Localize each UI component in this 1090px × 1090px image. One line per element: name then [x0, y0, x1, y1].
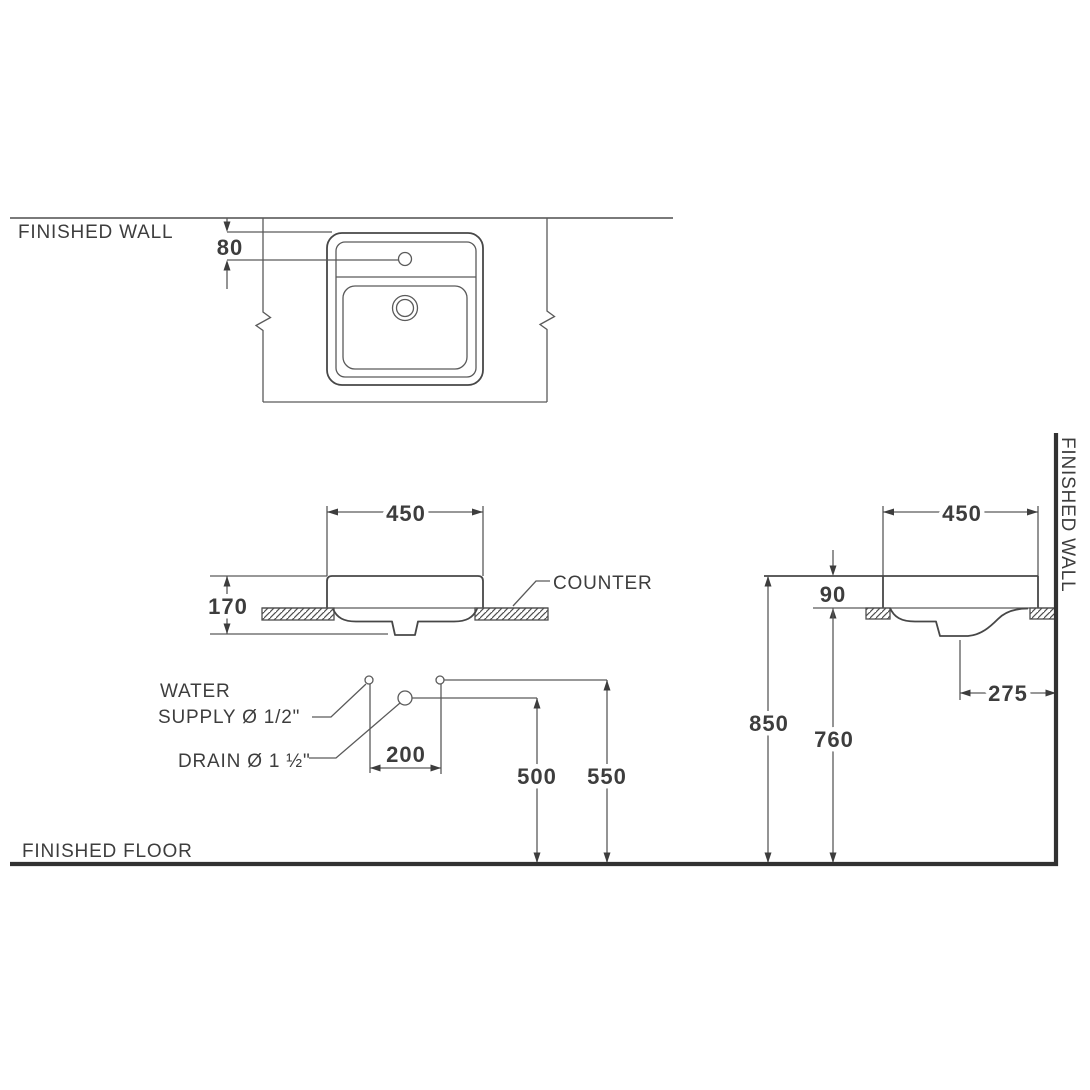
- dim-550-text: 550: [587, 764, 627, 789]
- dim-760-arrow-down: [829, 852, 837, 863]
- dim-supply-spacing: 200: [370, 742, 441, 772]
- dim-275-arrow-right: [1045, 689, 1056, 697]
- water-supply-label-line2: SUPPLY Ø 1/2": [158, 707, 300, 728]
- dim-170-text: 170: [208, 594, 248, 619]
- basin-rim-side: [326, 575, 484, 608]
- dim-450f-arrow-left: [883, 508, 894, 516]
- dim-500-arrow-down: [533, 852, 541, 863]
- dim-depth-side: 170: [204, 575, 388, 635]
- dim-760-text: 760: [814, 727, 854, 752]
- counter-right-edge-break: [538, 218, 556, 402]
- dim-200-arrow-right: [430, 764, 441, 772]
- dim-550-arrow-up: [603, 680, 611, 691]
- dim-450-arrow-right: [472, 508, 483, 516]
- dim-170-arrow-up: [223, 576, 231, 587]
- dim-200-arrow-left: [370, 764, 381, 772]
- counter-hatch-right-front: [1029, 607, 1057, 620]
- counter-label: COUNTER: [553, 573, 653, 594]
- faucet-hole: [397, 251, 413, 267]
- dim-drain-height: 500: [513, 698, 560, 863]
- dim-rim-height: 850: [745, 576, 792, 863]
- dim-170-arrow-down: [223, 623, 231, 634]
- dim-drain-to-wall: 275: [960, 677, 1056, 711]
- dim-width-front: 450: [882, 497, 1039, 576]
- basin-inner-rim-plan: [335, 241, 477, 378]
- plan-view: FINISHED WALL 80: [10, 217, 673, 403]
- supply-drain-schematic: WATER SUPPLY Ø 1/2" DRAIN Ø 1 ½" 200 500: [158, 675, 630, 863]
- dim-counter-height: 760: [810, 608, 857, 863]
- front-view: 450 275 850 90: [745, 433, 1078, 866]
- side-view: 450 170 COUNTER: [204, 497, 653, 636]
- counter-leader-line: [512, 580, 550, 607]
- dim-width-side: 450: [326, 497, 484, 576]
- dim-supply-height: 550: [583, 680, 630, 863]
- drain-leader: [309, 702, 401, 759]
- dim-450-side-text: 450: [386, 501, 426, 526]
- dim-550-arrow-down: [603, 852, 611, 863]
- counter-left-edge-break: [254, 218, 272, 402]
- basin-bowl-plan: [342, 285, 468, 370]
- counter-hatch-left: [261, 607, 335, 621]
- dim-80-arrow-down: [223, 221, 231, 232]
- dim-200-text: 200: [386, 742, 426, 767]
- dim-90-text: 90: [820, 582, 846, 607]
- dim-rim-above-counter: 90: [820, 550, 846, 607]
- drain-outer-circle: [391, 294, 419, 322]
- dim-450f-arrow-right: [1027, 508, 1038, 516]
- dim-450-arrow-left: [327, 508, 338, 516]
- water-supply-label-line1: WATER: [160, 681, 231, 702]
- supply-point-left: [364, 675, 374, 685]
- dim-80-arrow-up: [223, 260, 231, 271]
- water-supply-leader: [312, 683, 367, 718]
- drain-point: [397, 690, 413, 706]
- finished-wall-top-label: FINISHED WALL: [18, 222, 173, 243]
- dim-450-front-text: 450: [942, 501, 982, 526]
- finished-floor-label: FINISHED FLOOR: [22, 841, 193, 862]
- drain-inner-circle: [395, 298, 415, 318]
- dim-500-text: 500: [517, 764, 557, 789]
- counter-hatch-left-front: [865, 607, 891, 620]
- counter-hatch-right: [474, 607, 549, 621]
- basin-bowl-side: [332, 608, 478, 636]
- floor: FINISHED FLOOR: [10, 841, 1058, 867]
- dim-850-arrow-up: [764, 576, 772, 587]
- dim-80-text: 80: [217, 235, 243, 260]
- basin-outer-rim-plan: [326, 232, 484, 386]
- drain-label: DRAIN Ø 1 ½": [178, 751, 311, 772]
- dim-850-text: 850: [749, 711, 789, 736]
- dim-275-arrow-left: [960, 689, 971, 697]
- basin-bowl-front: [889, 607, 1029, 637]
- dim-faucet-offset: 80: [217, 218, 398, 289]
- dim-850-arrow-down: [764, 852, 772, 863]
- dim-275-text: 275: [988, 681, 1028, 706]
- supply-point-right: [435, 675, 445, 685]
- dim-500-arrow-up: [533, 698, 541, 709]
- dim-90-arrow-down: [829, 565, 837, 576]
- finished-wall-right-label: FINISHED WALL: [1057, 437, 1078, 592]
